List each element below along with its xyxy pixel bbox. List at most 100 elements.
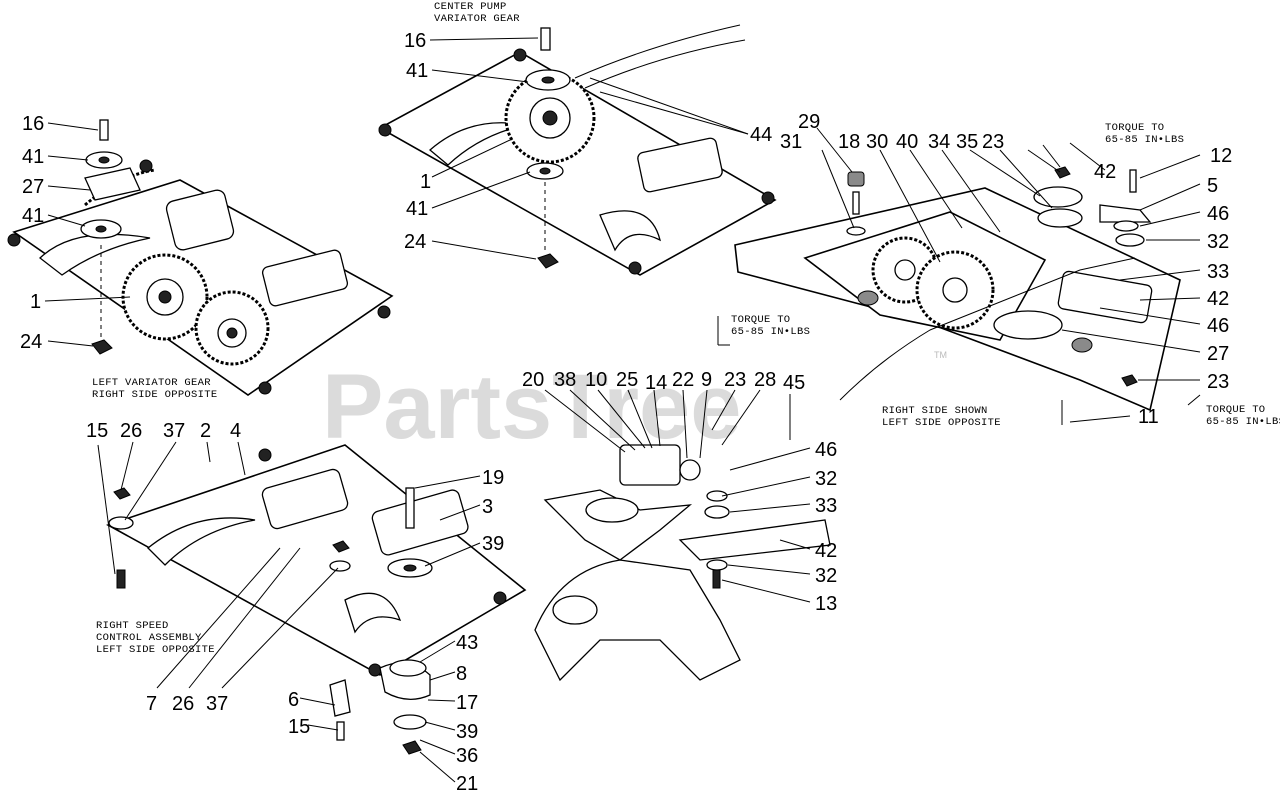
note-right-speed-line2: CONTROL ASSEMBLY [96, 632, 202, 644]
callout-4: 4 [230, 420, 241, 442]
callout-25: 25 [616, 369, 638, 391]
callout-3: 3 [482, 496, 493, 518]
note-right-side-line2: LEFT SIDE OPPOSITE [882, 417, 1001, 429]
callout-19: 19 [482, 467, 504, 489]
callout-15: 15 [288, 716, 310, 738]
speed-nut-21 [402, 740, 422, 755]
note-torque-mid-line2: 65-85 IN•LBS [731, 326, 810, 338]
callout-32: 32 [815, 565, 837, 587]
speed-plate-slot-a [147, 517, 256, 566]
callout-26: 26 [120, 420, 142, 442]
right-washer-35 [1037, 208, 1083, 228]
callout-39: 39 [482, 533, 504, 555]
callout-28: 28 [754, 369, 776, 391]
control-bracket [619, 444, 681, 486]
speed-cap-43 [389, 659, 427, 677]
callout-29: 29 [798, 111, 820, 133]
callout-11: 11 [1138, 406, 1159, 428]
callout-40: 40 [896, 131, 918, 153]
callout-34: 34 [928, 131, 950, 153]
transmission-assembly [534, 444, 831, 682]
callout-15: 15 [86, 420, 108, 442]
callout-46: 46 [815, 439, 837, 461]
callout-20: 20 [522, 369, 544, 391]
callout-46: 46 [1207, 203, 1229, 225]
speed-guide-bracket-4 [261, 468, 349, 530]
transmission-housing [534, 559, 741, 682]
right-speed-control-assembly [106, 444, 527, 755]
callout-43: 43 [456, 632, 478, 654]
callout-30: 30 [866, 131, 888, 153]
right-bushing-b [1071, 337, 1093, 353]
callout-42: 42 [1094, 161, 1116, 183]
left-arm-27 [84, 167, 141, 201]
left-plate-slot [39, 233, 151, 276]
center-nut-24 [537, 253, 559, 269]
speed-screw-15 [116, 569, 126, 589]
callout-24: 24 [404, 231, 426, 253]
center-variator-assembly [378, 24, 777, 276]
right-cap-29 [847, 171, 865, 187]
callout-39: 39 [456, 721, 478, 743]
callout-42: 42 [1207, 288, 1229, 310]
callout-8: 8 [456, 663, 467, 685]
callout-6: 6 [288, 689, 299, 711]
note-torque-top-line2: 65-85 IN•LBS [1105, 134, 1184, 146]
speed-bolt-19 [405, 487, 415, 529]
callout-17: 17 [456, 692, 478, 714]
callout-27: 27 [22, 176, 44, 198]
callout-13: 13 [815, 593, 837, 615]
control-hub-23 [679, 459, 701, 481]
callout-41: 41 [22, 205, 44, 227]
left-bolt-16 [99, 119, 109, 141]
right-washer-31 [846, 226, 866, 236]
speed-plate-slot-b [344, 592, 402, 634]
note-torque-mid-line1: TORQUE TO [731, 314, 790, 326]
watermark-trademark: TM [934, 350, 947, 360]
control-washer-33 [704, 505, 730, 519]
callout-10: 10 [585, 369, 607, 391]
left-slot-bracket [261, 249, 349, 307]
callout-46: 46 [1207, 315, 1229, 337]
right-washer-46 [1113, 220, 1139, 232]
right-bushing-a [857, 290, 879, 306]
right-nut-23a [1054, 166, 1071, 179]
callout-37: 37 [163, 420, 185, 442]
note-torque-top-line1: TORQUE TO [1105, 122, 1164, 134]
callout-9: 9 [701, 369, 712, 391]
control-bolt-13 [712, 569, 721, 589]
center-variator-plate [378, 51, 777, 276]
callout-38: 38 [554, 369, 576, 391]
control-washer-32a [706, 490, 728, 502]
right-washer-32 [1115, 233, 1145, 247]
callout-41: 41 [406, 60, 428, 82]
right-side-assembly [734, 166, 1181, 425]
callout-32: 32 [815, 468, 837, 490]
callout-27: 27 [1207, 343, 1229, 365]
right-arm-27 [993, 310, 1063, 340]
callout-33: 33 [815, 495, 837, 517]
callout-41: 41 [406, 198, 428, 220]
callout-21: 21 [456, 773, 478, 795]
callout-35: 35 [956, 131, 978, 153]
right-washer-34 [1033, 186, 1083, 208]
callout-32: 32 [1207, 231, 1229, 253]
callout-45: 45 [783, 372, 805, 394]
callout-33: 33 [1207, 261, 1229, 283]
callout-23: 23 [1207, 371, 1229, 393]
center-bolt-16 [540, 27, 551, 51]
right-nut-23b [1121, 374, 1138, 387]
callout-37: 37 [206, 693, 228, 715]
speed-washer-37b [329, 560, 351, 572]
right-control-rod-45 [839, 257, 1136, 401]
callout-16: 16 [22, 113, 44, 135]
callout-31: 31 [780, 131, 802, 153]
speed-washer-39b [393, 714, 427, 730]
center-slot-bracket [637, 137, 723, 193]
right-arm-5 [1099, 204, 1152, 223]
cooling-fan [543, 489, 693, 561]
callout-1: 1 [420, 171, 431, 193]
callout-23: 23 [724, 369, 746, 391]
callout-22: 22 [672, 369, 694, 391]
